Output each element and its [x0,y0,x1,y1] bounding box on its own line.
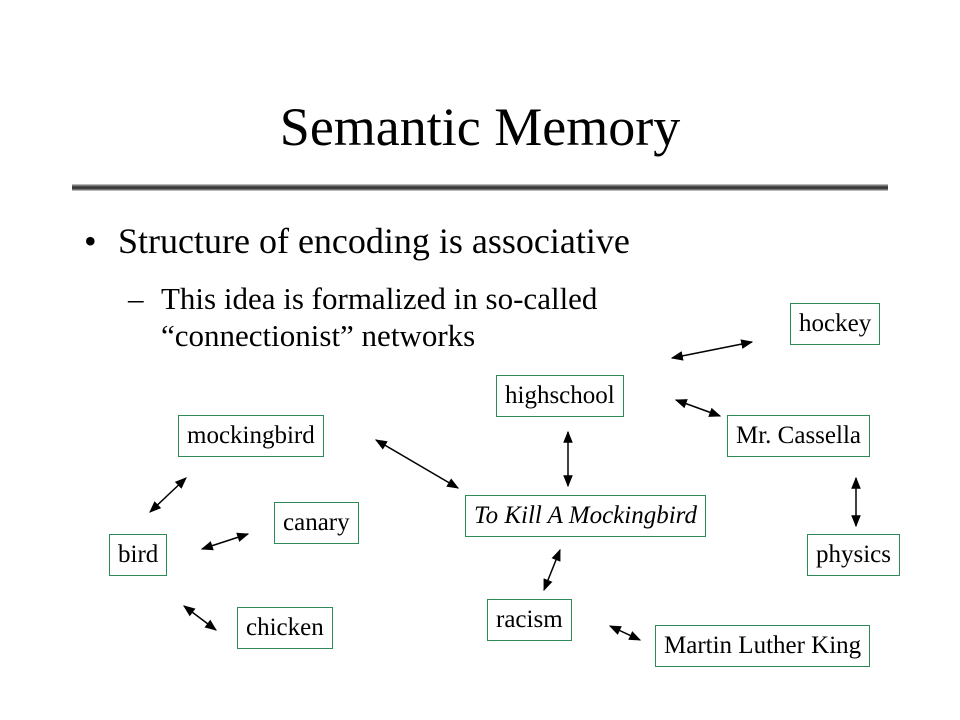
arrow-bird-canary [200,532,250,551]
node-physics: physics [807,534,900,576]
node-to-kill-a-mockingbird: To Kill A Mockingbird [465,495,706,537]
node-mockingbird: mockingbird [178,415,324,457]
node-bird: bird [109,534,168,576]
sub-bullet-line-1: This idea is formalized in so-called [161,281,598,316]
node-canary: canary [274,502,359,544]
sub-bullet-marker: – [128,281,144,316]
bullet-text: Structure of encoding is associative [118,221,630,261]
arrow-mockingbird-tokill [374,439,460,489]
arrow-tokill-racism [543,548,561,592]
node-highschool: highschool [496,375,624,417]
node-mr-cassella: Mr. Cassella [727,415,870,457]
bullet-marker: • [84,221,97,261]
arrow-bird-chicken [183,605,217,631]
node-racism: racism [487,599,572,641]
node-chicken: chicken [237,607,333,649]
node-martin-luther-king: Martin Luther King [655,625,871,667]
arrow-racism-mlk [608,625,642,641]
slide-title: Semantic Memory [279,97,681,157]
arrow-mockingbird-bird [149,477,187,513]
title-divider [72,184,888,191]
bullet-item: • Structure of encoding is associative [84,220,630,262]
arrow-highschool-cassella [674,399,722,417]
sub-bullet-line-2: “connectionist” networks [161,318,476,353]
node-hockey: hockey [790,303,881,345]
arrow-hockey-highschool [670,339,754,361]
